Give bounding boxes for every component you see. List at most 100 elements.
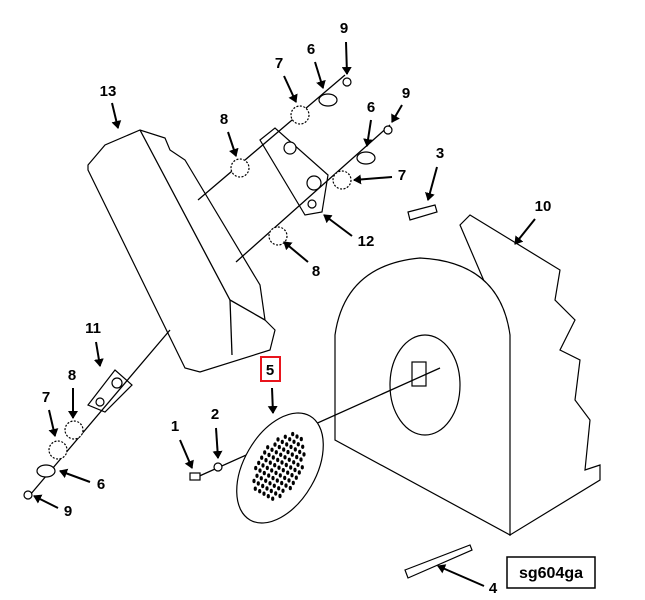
grille-hole — [282, 447, 286, 452]
callout-6: 6 — [367, 99, 375, 116]
grille-hole — [272, 483, 276, 488]
grille-hole — [264, 478, 268, 483]
grille-hole — [293, 447, 297, 452]
grille-hole — [258, 468, 262, 473]
grille-hole — [271, 496, 275, 501]
grille-hole — [284, 483, 288, 488]
callout-4: 4 — [489, 580, 498, 597]
grille-hole — [299, 457, 303, 462]
grille-hole — [274, 450, 278, 455]
grille-hole — [296, 442, 300, 447]
grille-hole — [281, 468, 285, 473]
grille-hole — [276, 437, 280, 442]
callout-1: 1 — [171, 418, 179, 435]
grille-hole — [279, 452, 283, 457]
grille-hole — [286, 449, 290, 455]
grille-hole — [291, 480, 295, 486]
grille-hole — [264, 458, 268, 463]
grille-hole — [252, 478, 256, 484]
grille-hole — [254, 465, 258, 471]
grille-hole — [255, 473, 259, 478]
grille-hole — [291, 431, 295, 437]
grille-hole — [278, 493, 282, 499]
callout-5: 5 — [266, 362, 274, 379]
grille-hole — [260, 455, 264, 460]
grille-hole — [271, 475, 275, 481]
grille-hole — [261, 483, 265, 489]
grille-hole — [278, 473, 282, 478]
belt-cover — [87, 129, 276, 373]
grille-hole — [286, 470, 290, 475]
callout-13: 13 — [100, 83, 117, 100]
grille-hole — [296, 462, 300, 467]
grille-hole — [263, 450, 267, 455]
grille-hole — [295, 454, 299, 460]
callout-9: 9 — [340, 20, 348, 37]
grille-hole — [297, 470, 301, 475]
grille-hole — [280, 480, 284, 486]
blower-housing — [334, 214, 601, 537]
grille-hole — [302, 452, 306, 457]
callout-3: 3 — [436, 145, 444, 162]
drawing-id: sg604ga — [519, 565, 583, 582]
callout-10: 10 — [535, 198, 552, 215]
grille-hole — [256, 481, 260, 486]
callout-11: 11 — [85, 320, 101, 337]
grille-hole — [259, 476, 263, 481]
grille-hole — [290, 473, 294, 478]
grille-hole — [261, 463, 265, 468]
callout-9: 9 — [402, 85, 410, 102]
callout-6: 6 — [307, 41, 315, 58]
grille-hole — [292, 460, 296, 465]
grille-hole — [285, 442, 289, 447]
grille-hole — [257, 460, 261, 466]
grille-hole — [266, 494, 270, 499]
grille-hole — [283, 475, 287, 481]
grille-hole — [287, 457, 291, 462]
callout-7: 7 — [398, 167, 406, 184]
grille-hole — [276, 457, 280, 463]
grille-hole — [274, 491, 278, 496]
callout-2: 2 — [211, 406, 219, 423]
grille-hole — [275, 478, 279, 483]
grille-hole — [267, 452, 271, 458]
callout-7: 7 — [275, 55, 283, 72]
grille-hole — [283, 434, 287, 439]
hardware — [23, 77, 473, 579]
grille-hole — [293, 467, 297, 473]
grille-plate — [236, 412, 324, 524]
grille-hole — [299, 436, 303, 442]
highlight-box — [260, 356, 281, 382]
callout-12: 12 — [358, 233, 375, 250]
grille-hole — [301, 444, 305, 449]
grille-hole — [287, 478, 291, 483]
grille-hole — [269, 488, 273, 494]
grille-hole — [258, 489, 262, 494]
grille-hole — [267, 473, 271, 478]
grille-hole — [273, 463, 277, 468]
grille-hole — [273, 442, 277, 447]
grille-hole — [284, 462, 288, 468]
bearing-bracket — [259, 127, 329, 216]
grille-hole — [289, 465, 293, 470]
grille-hole — [289, 444, 293, 450]
grille-hole — [277, 486, 281, 491]
grille-hole — [281, 488, 285, 493]
grille-hole — [280, 439, 284, 445]
grille-hole — [298, 449, 302, 455]
grille-hole — [274, 470, 278, 476]
grille-hole — [253, 486, 257, 491]
grille-hole — [262, 491, 266, 496]
grille-hole — [270, 447, 274, 452]
callout-8: 8 — [312, 263, 320, 280]
callout-8: 8 — [68, 367, 76, 384]
grille-hole — [270, 468, 274, 473]
callout-8: 8 — [220, 111, 228, 128]
callout-9: 9 — [64, 503, 72, 520]
callouts: 13 8 7 6 9 6 9 3 7 12 8 10 11 8 7 6 9 1 — [33, 20, 552, 597]
grille-hole — [280, 460, 284, 465]
grille-hole — [265, 465, 269, 471]
callout-7: 7 — [42, 389, 50, 406]
grille-hole — [266, 445, 270, 450]
grille-hole — [294, 475, 298, 480]
